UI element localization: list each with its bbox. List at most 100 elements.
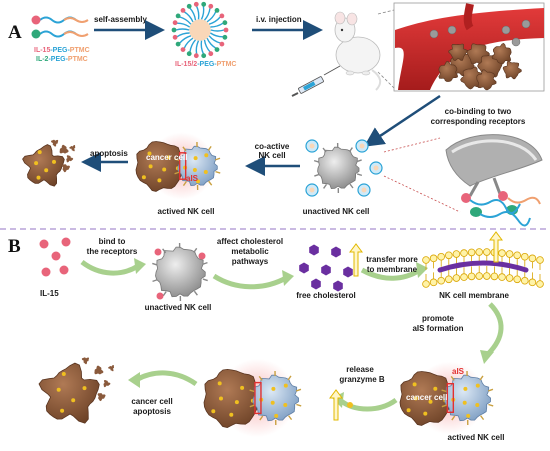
peg-chain bbox=[210, 29, 225, 32]
granule bbox=[147, 151, 152, 156]
granule bbox=[463, 386, 468, 391]
lipid-head bbox=[498, 249, 506, 257]
receptor-spike bbox=[441, 404, 447, 408]
lipid-head bbox=[498, 273, 506, 281]
peg-chain bbox=[195, 40, 200, 54]
peg-chain bbox=[203, 8, 211, 21]
granule bbox=[211, 409, 216, 414]
peg-chain bbox=[195, 5, 200, 20]
receptor-spike bbox=[193, 290, 198, 296]
cytokine-head bbox=[193, 1, 199, 7]
receptor-spike bbox=[182, 181, 187, 187]
granule bbox=[44, 168, 49, 173]
granule bbox=[475, 403, 480, 407]
nk-membrane bbox=[422, 248, 544, 288]
receptor-spike bbox=[349, 183, 354, 189]
receptor-spike bbox=[258, 375, 263, 381]
receptor-spike bbox=[152, 262, 158, 266]
self-assembly-label: self-assembly bbox=[94, 15, 147, 24]
receptor-spike bbox=[193, 247, 198, 253]
immune-synapse-b-right bbox=[399, 361, 494, 435]
arrow-promote bbox=[486, 302, 504, 356]
lipid-head bbox=[437, 252, 446, 261]
unactived-nk-cell-b bbox=[152, 242, 208, 302]
lipid-head bbox=[467, 248, 476, 257]
il15-label-b: IL-15 bbox=[40, 289, 59, 298]
free-cholesterol-label: free cholesterol bbox=[296, 291, 356, 300]
membrane-cholesterol bbox=[437, 260, 529, 273]
il15-dots bbox=[39, 237, 71, 277]
peg-chain bbox=[206, 11, 217, 23]
granule bbox=[428, 399, 433, 404]
peg-chain bbox=[208, 16, 221, 25]
granzyme-dot-icon bbox=[347, 402, 353, 408]
peg-chain bbox=[183, 37, 194, 49]
tumor-cell bbox=[502, 61, 522, 80]
bound-il15 bbox=[156, 292, 164, 300]
peg-chain bbox=[208, 35, 221, 44]
cholesterol-hexagon bbox=[331, 246, 341, 258]
cancer-apoptosis-line1: cancer cell bbox=[131, 397, 172, 406]
receptor-spike bbox=[451, 415, 456, 421]
granule bbox=[423, 411, 428, 416]
tumor-vessel-inset bbox=[393, 2, 545, 92]
arrow-release bbox=[338, 397, 398, 412]
receptor-zoom-line-2 bbox=[383, 175, 461, 213]
cytokine-head bbox=[219, 13, 225, 19]
cytokine-head bbox=[208, 51, 214, 57]
granule bbox=[274, 413, 279, 418]
cytokine-head bbox=[201, 1, 207, 7]
granule bbox=[234, 400, 239, 405]
lipid-head bbox=[452, 250, 461, 258]
peg-chain bbox=[203, 39, 211, 53]
receptor-spike bbox=[480, 415, 485, 421]
affect-line2: metabolic bbox=[231, 247, 269, 256]
receptor-spike bbox=[162, 291, 167, 297]
unactived-nk-label-b: unactived NK cell bbox=[145, 303, 212, 312]
peg-chain bbox=[210, 32, 224, 38]
up-arrow-membrane bbox=[489, 231, 503, 263]
cancer-apoptosis-line2: apoptosis bbox=[133, 407, 171, 416]
nk-cell-body bbox=[317, 146, 360, 190]
receptor-spike bbox=[202, 261, 208, 265]
cytokine-head bbox=[214, 47, 220, 52]
cholesterol-hexagon bbox=[311, 278, 321, 290]
unactived-nk-cell-a bbox=[305, 139, 383, 197]
receptor-spike bbox=[259, 415, 264, 421]
receptor-spike bbox=[296, 403, 302, 407]
lipid-head bbox=[513, 251, 521, 260]
ais-box bbox=[254, 381, 262, 415]
lipid-head bbox=[520, 276, 529, 285]
il15-dot-icon bbox=[31, 15, 41, 25]
tumor-cell bbox=[476, 69, 497, 91]
granule bbox=[283, 403, 288, 407]
receptor-spike bbox=[288, 415, 293, 421]
granule bbox=[52, 159, 56, 164]
receptor-spike bbox=[182, 146, 187, 152]
up-arrow-granzyme bbox=[329, 389, 343, 421]
lipid-head bbox=[482, 272, 491, 280]
lipid-head bbox=[429, 254, 438, 263]
tumor-cell bbox=[460, 66, 483, 90]
zoom-line-bottom bbox=[377, 71, 395, 89]
receptor-spike bbox=[487, 388, 494, 392]
co-active-line2: NK cell bbox=[258, 151, 285, 160]
granule bbox=[166, 155, 171, 160]
receptor-spike bbox=[249, 404, 255, 408]
peg-chain bbox=[176, 22, 190, 28]
granule bbox=[466, 413, 471, 418]
transfer-line2: to membrane bbox=[367, 265, 418, 274]
granule bbox=[37, 150, 42, 155]
micelle-core bbox=[189, 19, 211, 41]
arrow-transfer bbox=[360, 267, 422, 281]
receptor-spike bbox=[208, 180, 213, 186]
debris-fragment bbox=[59, 144, 69, 154]
cytokine-head bbox=[186, 3, 192, 9]
granule bbox=[413, 396, 418, 401]
debris-fragment bbox=[103, 380, 111, 388]
granule bbox=[141, 175, 146, 180]
ais-label-a: aIS bbox=[186, 174, 199, 183]
lipid-head bbox=[475, 248, 484, 256]
affect-line3: pathways bbox=[232, 257, 269, 266]
